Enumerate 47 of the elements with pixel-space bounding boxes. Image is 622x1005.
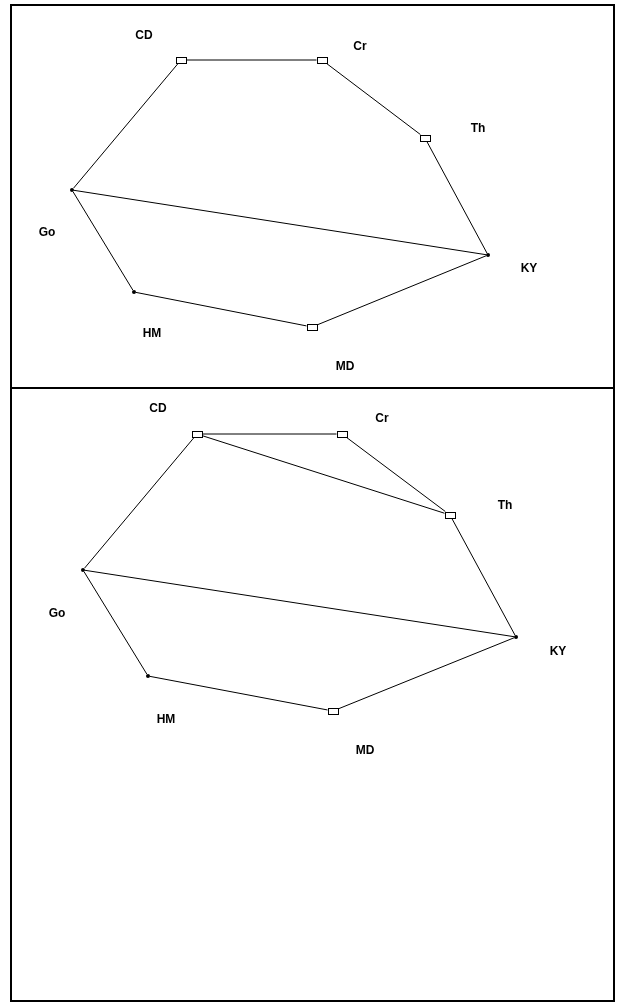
vertex-label: CD xyxy=(149,402,167,414)
vertex-label: MD xyxy=(355,744,375,756)
graph-edge xyxy=(73,189,487,256)
vertex-dot xyxy=(132,290,136,294)
graph-edge xyxy=(326,63,421,135)
vertex-square xyxy=(444,511,456,519)
vertex-label: Go xyxy=(48,607,66,619)
vertex-dot xyxy=(514,635,518,639)
graph-edge xyxy=(84,437,195,569)
graph-edge xyxy=(73,63,179,189)
vertex-label: Cr xyxy=(353,40,367,52)
graph-edge xyxy=(317,255,487,326)
vertex-dot xyxy=(70,188,74,192)
graph-edge xyxy=(202,435,445,514)
graph-edge xyxy=(72,191,134,291)
vertex-dot xyxy=(146,674,150,678)
vertex-label: Th xyxy=(470,122,486,134)
graph-edge xyxy=(202,433,337,435)
graph-edge xyxy=(135,291,307,327)
vertex-square xyxy=(175,56,187,64)
vertex-label: KY xyxy=(520,262,538,274)
vertex-label: CD xyxy=(135,29,153,41)
vertex-square xyxy=(327,707,339,715)
vertex-square xyxy=(191,430,203,438)
vertex-square xyxy=(419,134,431,142)
panel-frame xyxy=(10,387,615,1002)
vertex-label: Cr xyxy=(375,412,389,424)
graph-edge xyxy=(338,637,515,710)
graph-edge xyxy=(149,675,328,711)
vertex-label: MD xyxy=(335,360,355,372)
panel-frame xyxy=(10,4,615,389)
graph-edge xyxy=(83,571,148,675)
graph-edge xyxy=(84,569,515,638)
vertex-label: HM xyxy=(142,327,162,339)
vertex-square xyxy=(306,323,318,331)
graph-edge xyxy=(426,141,488,254)
vertex-dot xyxy=(486,253,490,257)
graph-edge xyxy=(186,59,317,61)
vertex-square xyxy=(336,430,348,438)
vertex-label: KY xyxy=(549,645,567,657)
graph-edge xyxy=(346,437,446,512)
vertex-label: Th xyxy=(497,499,513,511)
vertex-dot xyxy=(81,568,85,572)
vertex-label: HM xyxy=(156,713,176,725)
vertex-square xyxy=(316,56,328,64)
vertex-label: Go xyxy=(38,226,56,238)
graph-edge xyxy=(451,518,516,636)
